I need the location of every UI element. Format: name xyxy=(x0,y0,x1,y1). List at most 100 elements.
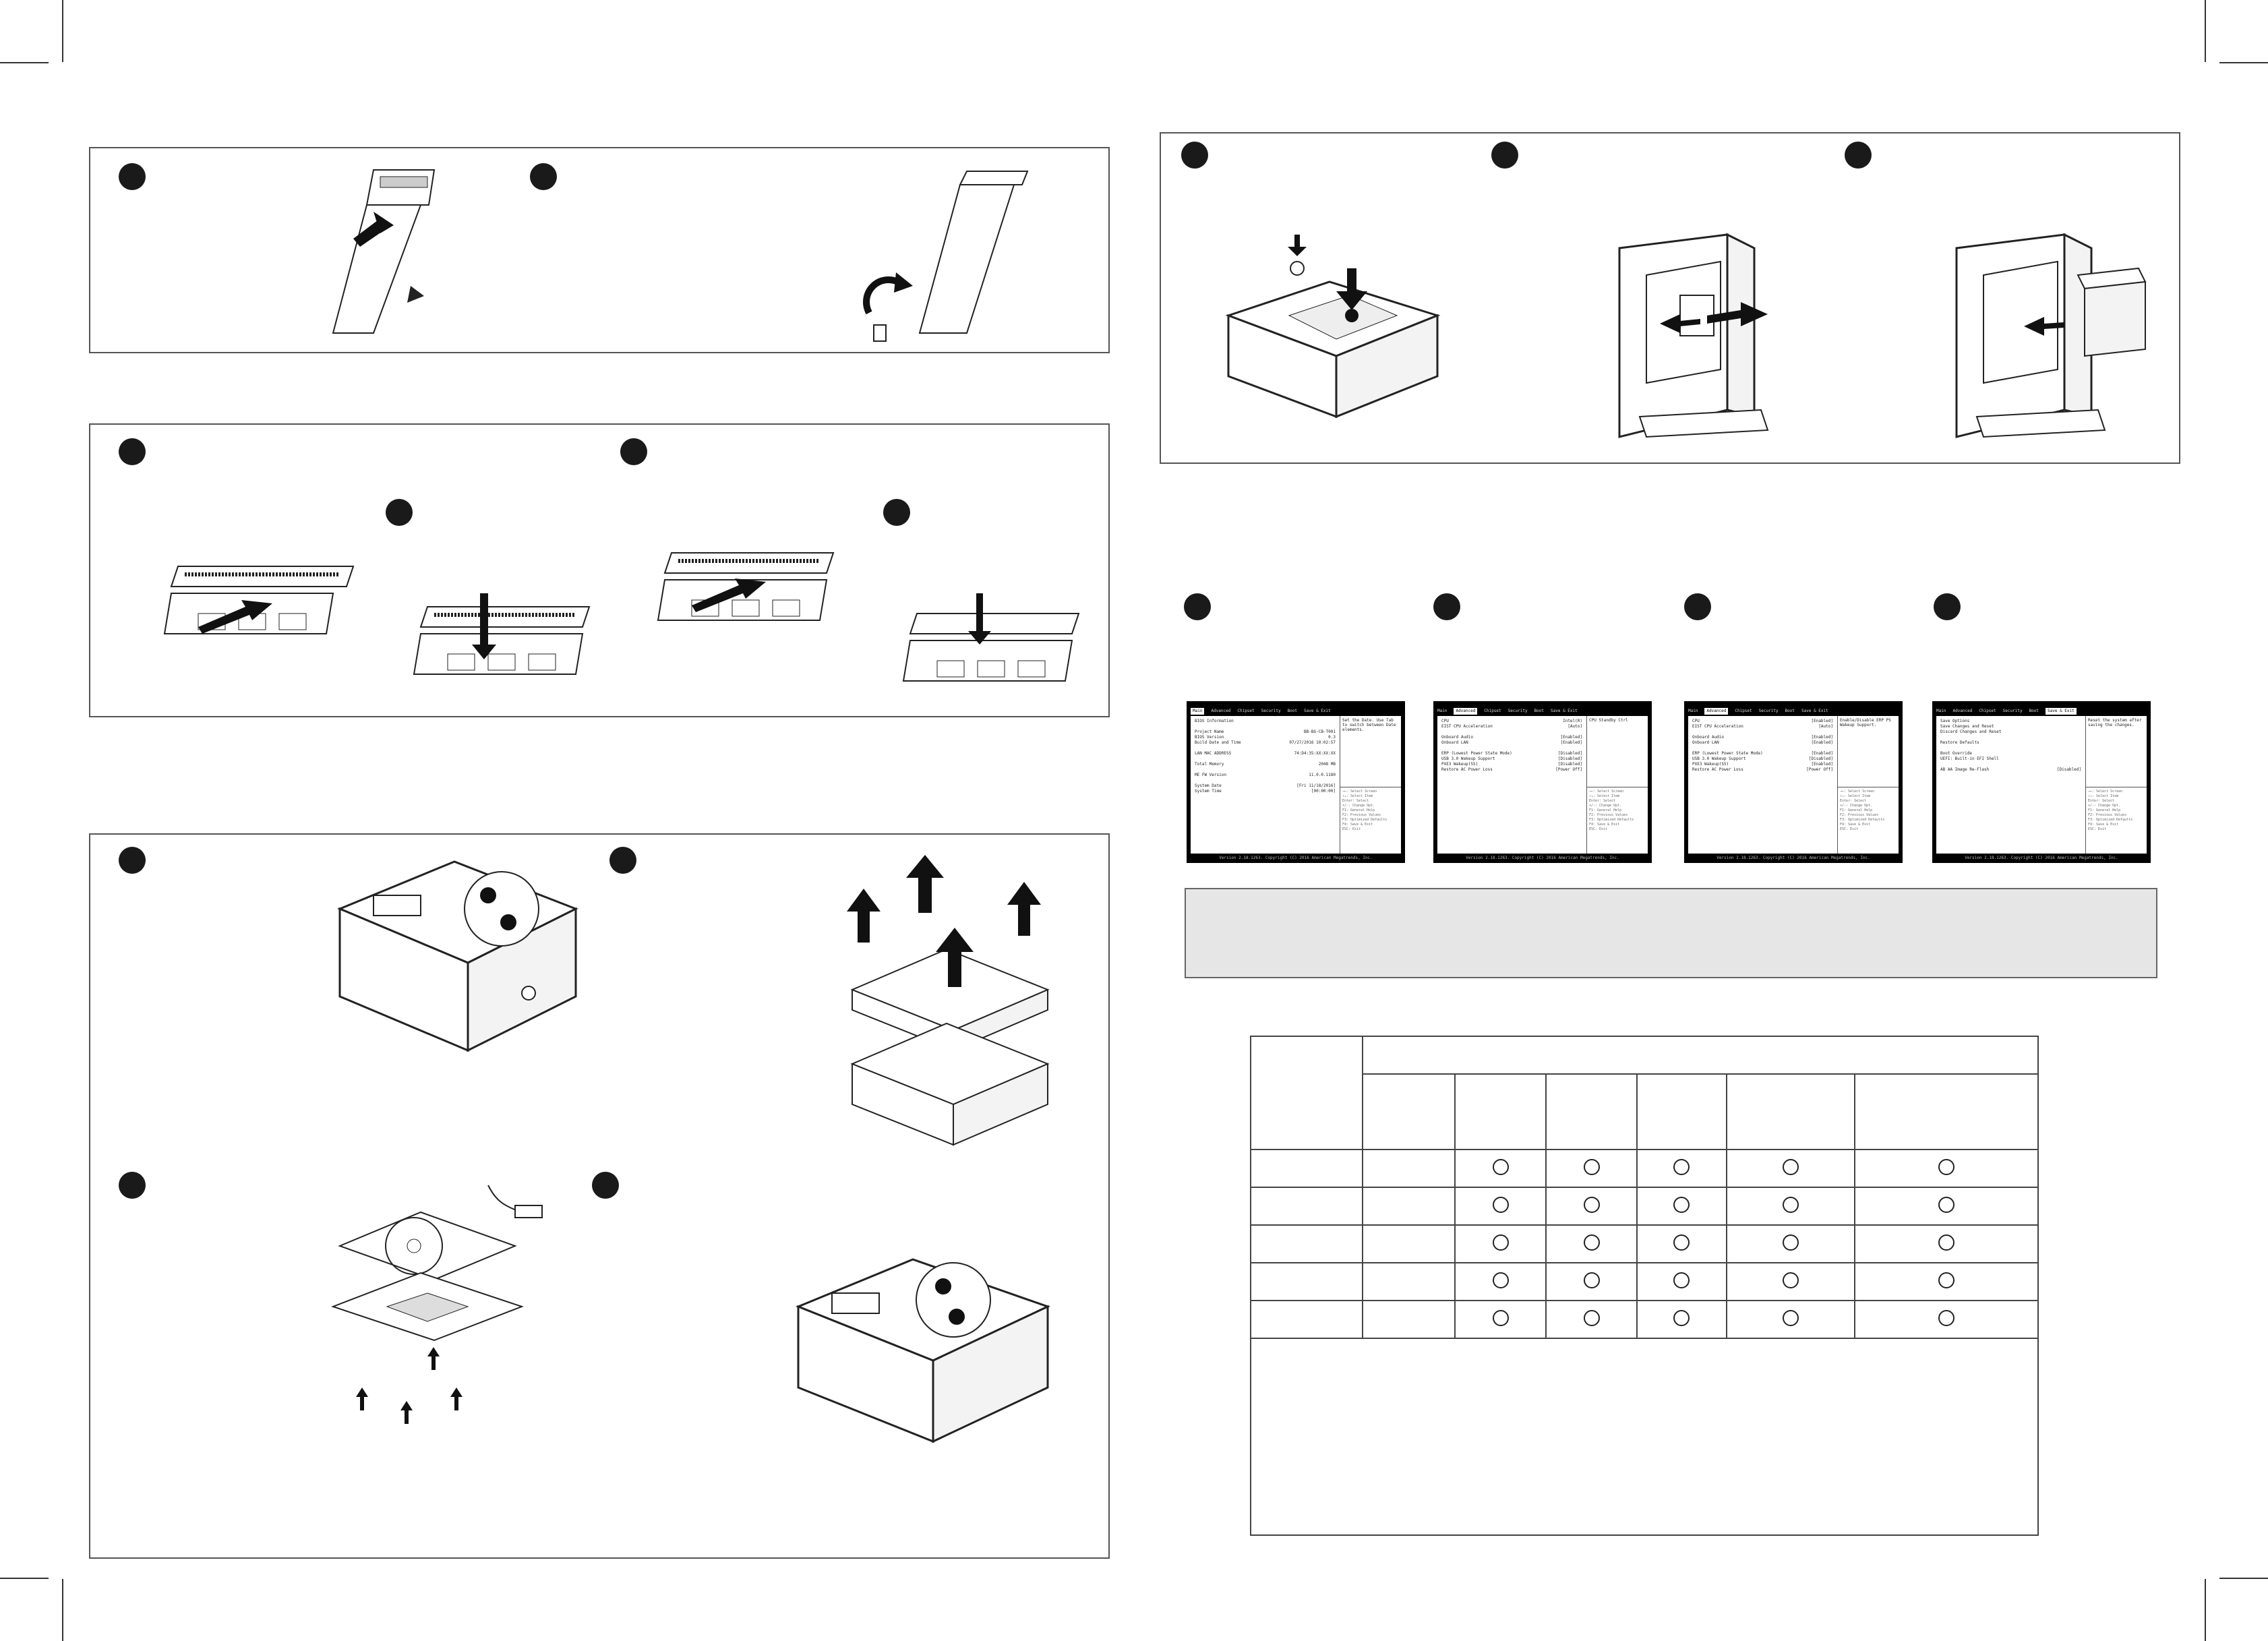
bios-tab[interactable]: Save & Exit xyxy=(2046,708,2077,715)
bios-setting-row[interactable] xyxy=(1692,729,1833,735)
bios-setting-row[interactable]: Restore AC Power Loss[Power Off] xyxy=(1441,767,1582,773)
bios-setting-row[interactable]: Save Changes and Reset xyxy=(1940,724,2081,729)
bios-tab[interactable]: Main xyxy=(1437,709,1448,713)
bios-tab[interactable]: Security xyxy=(2002,709,2023,713)
bios-setting-label xyxy=(1940,746,1943,751)
crop-mark xyxy=(2205,0,2206,62)
bios-setting-value: [Enabled] xyxy=(1811,751,1833,756)
bios-tab[interactable]: Main xyxy=(1191,708,1205,715)
bios-tab[interactable]: Chipset xyxy=(1484,709,1501,713)
bios-setting-row[interactable] xyxy=(1940,735,2081,740)
pc-mounted-illustration xyxy=(1955,233,2147,438)
supported-circle-icon xyxy=(1583,1309,1600,1326)
bios-setting-row[interactable]: Onboard Audio[Enabled] xyxy=(1692,735,1833,740)
bios-setting-row[interactable]: Restore AC Power Loss[Power Off] xyxy=(1692,767,1833,773)
bios-setting-label: Boot Override xyxy=(1940,751,1972,756)
bios-setting-row[interactable]: PXE3 Wakeup(S5)[Disabled] xyxy=(1441,762,1582,767)
bios-tab[interactable]: Save & Exit xyxy=(1304,709,1331,713)
bios-setting-label: System Time xyxy=(1195,789,1222,794)
bios-tab[interactable]: Boot xyxy=(1785,709,1795,713)
bios-setting-row[interactable]: USB 3.0 Wakeup Support[Disabled] xyxy=(1441,756,1582,762)
bios-tab[interactable]: Main xyxy=(1936,709,1946,713)
bios-setting-row[interactable] xyxy=(1195,767,1336,773)
bios-setting-row[interactable]: PXE3 Wakeup(S5)[Enabled] xyxy=(1692,762,1833,767)
bios-tab[interactable]: Boot xyxy=(1534,709,1545,713)
bios-setting-row[interactable]: Onboard LAN[Enabled] xyxy=(1441,740,1582,746)
bios-setting-value: [Enabled] xyxy=(1811,740,1833,745)
bios-setting-row[interactable]: BIOS Information xyxy=(1195,719,1336,724)
bios-setting-row[interactable]: Save Options xyxy=(1940,719,2081,724)
bios-setting-row[interactable]: USB 3.0 Wakeup Support[Disabled] xyxy=(1692,756,1833,762)
bios-setting-row[interactable]: EIST CPU Acceleration[Auto] xyxy=(1692,724,1833,729)
supported-circle-icon xyxy=(1938,1272,1955,1288)
bios-setting-row[interactable]: ERP (Lowest Power State Mode) [Enabled] xyxy=(1692,751,1833,756)
bios-setting-value: Intel(R) xyxy=(1563,719,1582,723)
supported-circle-icon xyxy=(1673,1158,1690,1175)
bios-setting-label: ERP (Lowest Power State Mode) xyxy=(1692,751,1763,756)
bios-setting-row[interactable] xyxy=(1940,746,2081,751)
table-row xyxy=(1249,1149,2039,1188)
bios-setting-row[interactable] xyxy=(1940,762,2081,767)
bios-setting-row[interactable]: Discard Changes and Reset xyxy=(1940,729,2081,735)
bios-setting-row[interactable]: AB AA Image Re-Flash [Disabled] xyxy=(1940,767,2081,773)
bios-setting-label: CPU xyxy=(1441,719,1449,723)
bios-setting-row[interactable] xyxy=(1195,724,1336,729)
bios-tab[interactable]: Chipset xyxy=(1979,709,1996,713)
bios-tab[interactable]: Advanced xyxy=(1211,709,1231,713)
bios-setting-row[interactable]: Restore Defaults xyxy=(1940,740,2081,746)
bios-setting-label: Build Date and Time xyxy=(1195,740,1241,745)
bios-tab[interactable]: Security xyxy=(1508,709,1528,713)
bios-setting-row[interactable] xyxy=(1195,756,1336,762)
bios-setting-row[interactable] xyxy=(1692,746,1833,751)
bios-setting-row[interactable]: UEFI: Built-in EFI Shell xyxy=(1940,756,2081,762)
bios-tab[interactable]: Advanced xyxy=(1704,708,1729,715)
bios-setting-value: [Disabled] xyxy=(2056,767,2081,772)
bios-setting-row[interactable] xyxy=(1441,729,1582,735)
bios-setting-row[interactable]: Boot Override xyxy=(1940,751,2081,756)
bios-setting-label: System Date xyxy=(1195,783,1222,788)
bios-setting-row[interactable] xyxy=(1195,746,1336,751)
bios-help-text: Set the Date. Use Tab to switch between … xyxy=(1340,716,1401,787)
bios-setting-row[interactable]: EIST CPU Acceleration[Auto] xyxy=(1441,724,1582,729)
bios-tab[interactable]: Save & Exit xyxy=(1551,709,1578,713)
bios-setting-row[interactable]: ERP (Lowest Power State Mode)[Disabled] xyxy=(1441,751,1582,756)
table-column-header xyxy=(1854,1073,2039,1150)
bios-setting-row[interactable] xyxy=(1441,746,1582,751)
bios-setting-label xyxy=(1195,767,1197,773)
bios-setting-row[interactable]: System Date[Fri 11/18/2016] xyxy=(1195,783,1336,789)
bios-tab[interactable]: Save & Exit xyxy=(1801,709,1828,713)
bios-setting-label: USB 3.0 Wakeup Support xyxy=(1692,756,1746,761)
bios-setting-label: EIST CPU Acceleration xyxy=(1692,724,1743,729)
bios-setting-value: [Enabled] xyxy=(1560,740,1582,745)
bios-setting-row[interactable]: CPU[Enabled] xyxy=(1692,719,1833,724)
bios-setting-row[interactable]: Onboard LAN [Enabled] xyxy=(1692,740,1833,746)
bios-setting-row[interactable]: Onboard Audio[Enabled] xyxy=(1441,735,1582,740)
bios-setting-row[interactable]: CPU Intel(R) xyxy=(1441,719,1582,724)
bios-setting-label: AB AA Image Re-Flash xyxy=(1940,767,1990,772)
bios-tab[interactable]: Boot xyxy=(1287,709,1298,713)
bios-tab[interactable]: Security xyxy=(1758,709,1779,713)
bios-tab[interactable]: Advanced xyxy=(1454,708,1478,715)
bios-setting-row[interactable] xyxy=(1195,778,1336,783)
bios-tab[interactable]: Boot xyxy=(2029,709,2039,713)
bios-tab[interactable]: Main xyxy=(1688,709,1698,713)
hdd-bracket-illustration xyxy=(331,1185,543,1424)
bios-setting-row[interactable]: System Time[00:00:00] xyxy=(1195,789,1336,794)
bios-setting-label: Onboard LAN xyxy=(1692,740,1719,745)
bios-tab-bar: Main Advanced Chipset Security Boot Save & Ex… xyxy=(1191,708,1401,715)
bios-tab[interactable]: Chipset xyxy=(1237,709,1255,713)
bios-setting-label: ME FW Version xyxy=(1195,773,1226,777)
table-row-header xyxy=(1249,1187,1364,1226)
bios-tab[interactable]: Chipset xyxy=(1735,709,1752,713)
bios-setting-label xyxy=(1940,735,1943,740)
bios-tab[interactable]: Security xyxy=(1261,709,1281,713)
bios-tab[interactable]: Advanced xyxy=(1952,709,1973,713)
